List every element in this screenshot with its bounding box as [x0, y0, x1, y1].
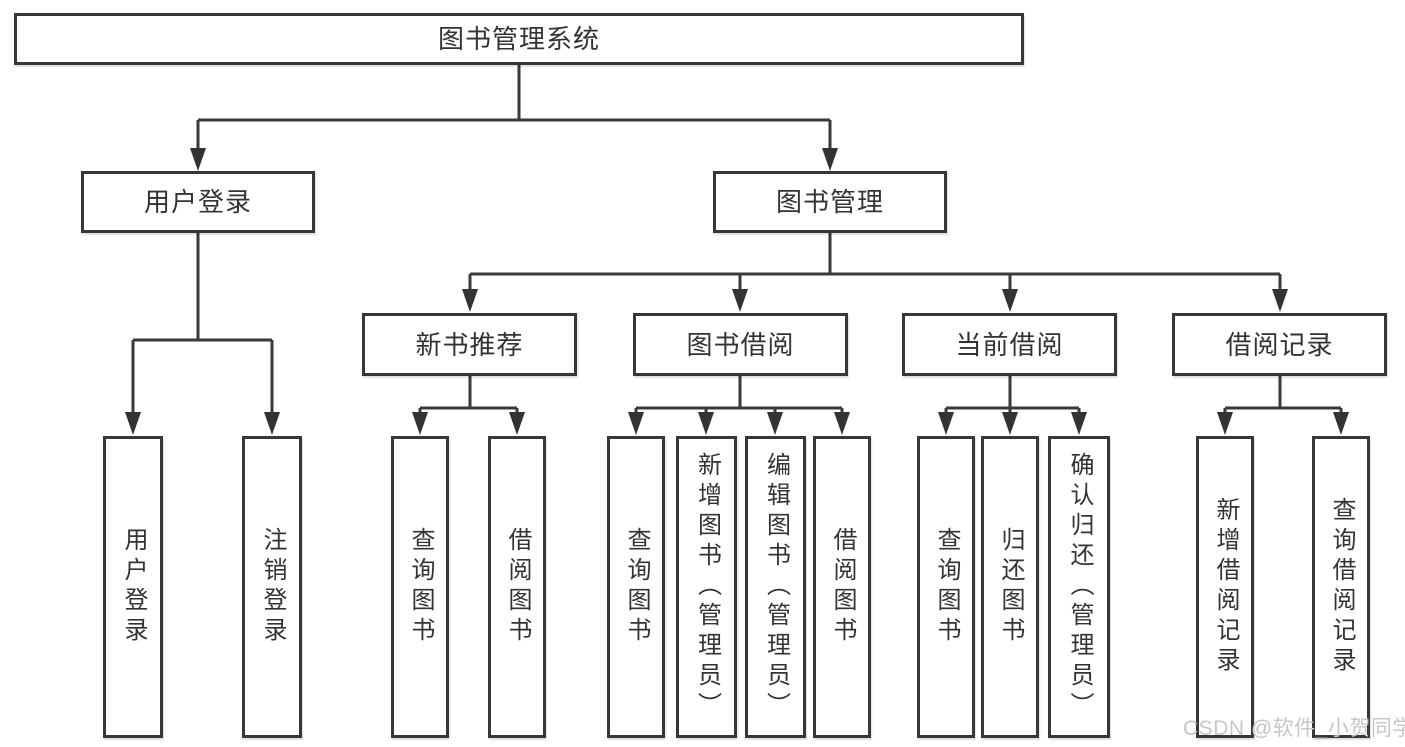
- node-label: 新书推荐: [415, 329, 524, 360]
- node-borrowing-records: 借阅记录: [1172, 313, 1387, 376]
- node-label: 当前借阅: [955, 329, 1064, 360]
- arrowheads: [125, 148, 1349, 435]
- leaf-logout: 注销登录: [242, 436, 302, 738]
- node-label: 查询图书: [933, 527, 960, 647]
- node-label: 用户登录: [120, 527, 147, 647]
- leaf-current-query-book: 查询图书: [917, 436, 975, 738]
- node-label: 查询图书: [407, 527, 434, 647]
- node-label: 归还图书: [997, 527, 1024, 647]
- node-current-borrowing: 当前借阅: [902, 313, 1117, 376]
- node-label: 确认归还（管理员）: [1066, 452, 1093, 722]
- node-label: 图书管理系统: [437, 24, 600, 54]
- node-user-login: 用户登录: [81, 171, 315, 233]
- node-new-book-recommendation: 新书推荐: [362, 313, 577, 376]
- csdn-watermark: CSDN @软件_小贺同学: [1183, 717, 1405, 740]
- node-label: 查询图书: [623, 527, 650, 647]
- leaf-current-return-book: 归还图书: [981, 436, 1039, 738]
- node-book-management: 图书管理: [713, 171, 947, 233]
- node-label: 借阅图书: [504, 527, 531, 647]
- leaf-records-query-record: 查询借阅记录: [1312, 436, 1370, 738]
- leaf-borrowing-borrow-book: 借阅图书: [813, 436, 871, 738]
- node-label: 借阅记录: [1225, 329, 1334, 360]
- leaf-borrowing-add-book-admin: 新增图书（管理员）: [676, 436, 737, 738]
- leaf-borrowing-edit-book-admin: 编辑图书（管理员）: [745, 436, 806, 738]
- node-label: 新增借阅记录: [1212, 497, 1239, 677]
- node-label: 注销登录: [259, 527, 286, 647]
- node-label: 图书管理: [775, 187, 884, 217]
- leaf-current-confirm-return-admin: 确认归还（管理员）: [1048, 436, 1110, 738]
- leaf-records-add-record: 新增借阅记录: [1196, 436, 1254, 738]
- node-label: 编辑图书（管理员）: [762, 452, 790, 722]
- node-label: 查询借阅记录: [1328, 497, 1355, 677]
- node-label: 图书借阅: [686, 329, 795, 360]
- node-book-borrowing: 图书借阅: [633, 313, 848, 376]
- node-label: 借阅图书: [829, 527, 856, 647]
- node-label: 用户登录: [143, 187, 252, 217]
- leaf-user-login: 用户登录: [103, 436, 163, 738]
- leaf-recommend-query-book: 查询图书: [391, 436, 449, 738]
- node-library-management-system: 图书管理系统: [14, 13, 1024, 65]
- node-label: 新增图书（管理员）: [693, 452, 721, 722]
- leaf-borrowing-query-book: 查询图书: [607, 436, 665, 738]
- leaf-recommend-borrow-book: 借阅图书: [488, 436, 546, 738]
